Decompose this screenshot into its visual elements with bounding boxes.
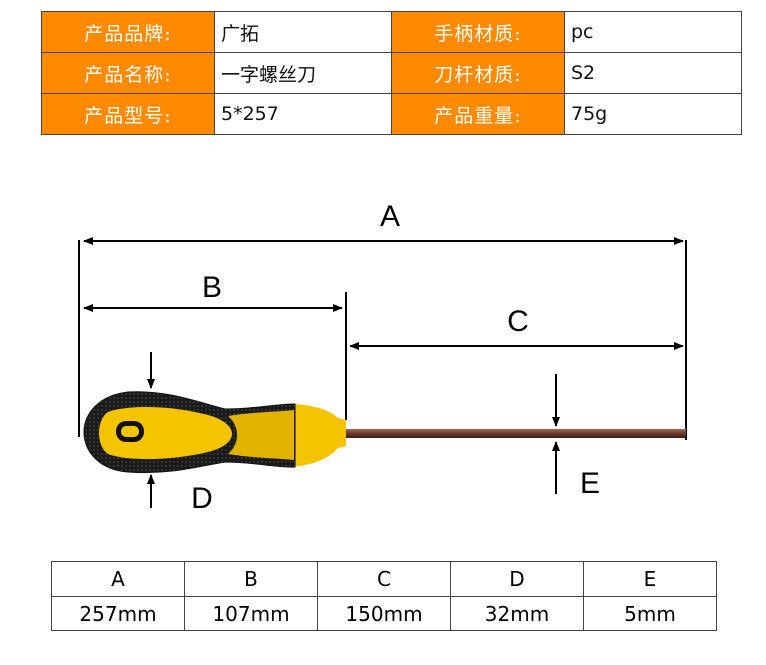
handle-yellow-panel (99, 406, 232, 460)
dim-header-a: A (51, 561, 185, 597)
brand-label: 产品品牌: (41, 11, 215, 53)
dim-value-e: 5mm (583, 596, 717, 631)
shaft-material-label: 刀杆材质: (391, 52, 565, 94)
dim-value-d: 32mm (450, 596, 584, 631)
shaft (346, 429, 686, 438)
dim-value-a: 257mm (51, 596, 185, 631)
weight-label: 产品重量: (391, 93, 565, 135)
screwdriver-icon (83, 391, 686, 474)
dim-header-c: C (317, 561, 451, 597)
dim-header-d: D (450, 561, 584, 597)
dimension-header-row: A B C D E (51, 561, 717, 597)
spec-row: 产品品牌: 广拓 手柄材质: pc (41, 11, 742, 53)
shaft-material-value: S2 (564, 52, 742, 94)
handle-material-value: pc (564, 11, 742, 53)
dimension-label-c: C (507, 305, 529, 338)
handle-yellow-stripe (228, 410, 294, 460)
model-value: 5*257 (214, 93, 392, 135)
model-label: 产品型号: (41, 93, 215, 135)
product-name-label: 产品名称: (41, 52, 215, 94)
dimension-label-d: D (191, 482, 213, 515)
product-name-value: 一字螺丝刀 (214, 52, 392, 94)
dimension-table: A B C D E 257mm 107mm 150mm 32mm 5mm (51, 561, 717, 631)
dimension-value-row: 257mm 107mm 150mm 32mm 5mm (51, 596, 717, 631)
dim-value-b: 107mm (184, 596, 318, 631)
spec-row: 产品名称: 一字螺丝刀 刀杆材质: S2 (41, 52, 742, 94)
handle-collar (290, 404, 346, 467)
dimension-label-b: B (202, 271, 222, 304)
spec-row: 产品型号: 5*257 产品重量: 75g (41, 93, 742, 135)
spec-table: 产品品牌: 广拓 手柄材质: pc 产品名称: 一字螺丝刀 刀杆材质: S2 产… (41, 11, 742, 135)
dimension-label-e: E (580, 467, 600, 500)
dim-value-c: 150mm (317, 596, 451, 631)
hanging-hole-inner (121, 426, 139, 437)
dim-header-b: B (184, 561, 318, 597)
weight-value: 75g (564, 93, 742, 135)
dimension-label-a: A (380, 200, 400, 233)
dim-header-e: E (583, 561, 717, 597)
